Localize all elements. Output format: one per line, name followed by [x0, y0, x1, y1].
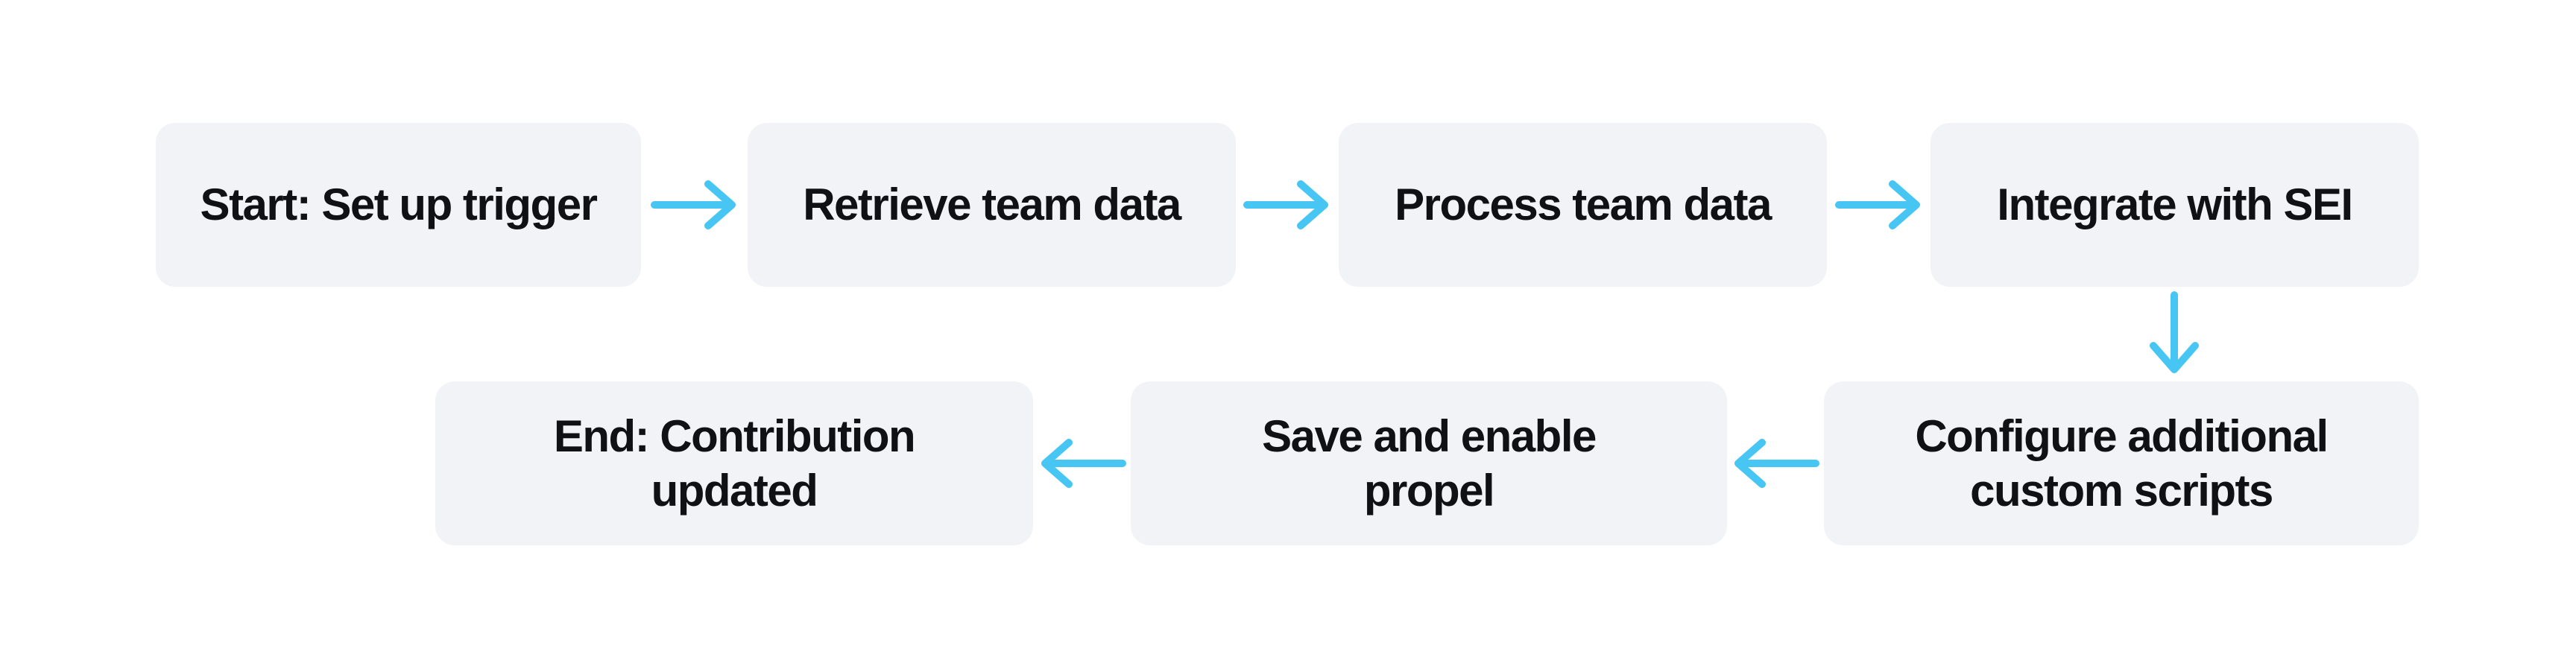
flow-node-configure-custom-scripts: Configure additional custom scripts: [1824, 381, 2419, 545]
flow-node-save-and-enable-propel: Save and enable propel: [1131, 381, 1727, 545]
flow-node-end-label: End: Contribution updated: [553, 410, 916, 516]
right-arrow-icon-process-to-integrate: [1834, 175, 1924, 235]
flow-node-retrieve-team-data: Retrieve team data: [748, 123, 1236, 287]
flow-node-process-team-data-label: Process team data: [1395, 180, 1772, 230]
flow-node-start: Start: Set up trigger: [156, 123, 641, 287]
left-arrow-icon-save-to-end: [1038, 434, 1127, 493]
down-arrow-icon-integrate-to-configure: [2144, 291, 2204, 377]
left-arrow-icon-configure-to-save: [1731, 434, 1820, 493]
flow-node-configure-custom-scripts-label: Configure additional custom scripts: [1915, 410, 2329, 516]
flow-node-start-label: Start: Set up trigger: [200, 180, 598, 230]
flow-node-integrate-with-sei: Integrate with SEI: [1931, 123, 2419, 287]
flow-node-retrieve-team-data-label: Retrieve team data: [803, 180, 1181, 230]
flow-node-end: End: Contribution updated: [435, 381, 1033, 545]
right-arrow-icon-start-to-retrieve: [650, 175, 739, 235]
right-arrow-icon-retrieve-to-process: [1243, 175, 1332, 235]
flow-node-save-and-enable-propel-label: Save and enable propel: [1262, 410, 1597, 516]
flow-node-integrate-with-sei-label: Integrate with SEI: [1997, 180, 2353, 230]
flow-node-process-team-data: Process team data: [1339, 123, 1827, 287]
